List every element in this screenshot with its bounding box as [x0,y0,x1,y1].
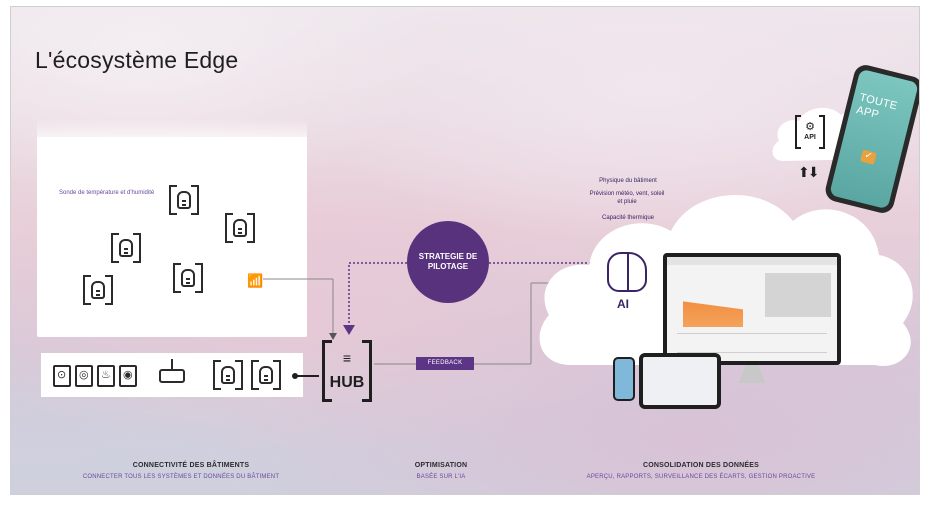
cloud-text-physique: Physique du bâtiment [599,178,657,184]
location-icon: ⊙ [53,365,71,387]
cloud-text-meteo: Prévision météo, vent, soleil et pluie [589,191,665,205]
sensor-icon [173,263,203,293]
feedback-tag: FEEDBACK [416,357,474,370]
sensor-icon [83,275,113,305]
page-title: L'écosystème Edge [35,47,239,73]
sensor-icon [225,213,255,243]
hub: ≡ HUB [322,340,372,402]
cloud-text-capacite: Capacité thermique [601,215,655,221]
check-icon [860,149,877,165]
footer-sub-connectivite: CONNECTER TOUS LES SYSTÈMES ET DONNÉES D… [82,474,280,480]
wifi-icon: ≡ [342,350,352,366]
footer-sub-optimisation: BASÉE SUR L'IA [416,474,466,480]
router-icon [159,359,185,383]
footer-title-optimisation: OPTIMISATION [414,462,468,469]
phone-text: TOUTE APP [855,91,899,122]
footer-sub-consolidation: APERÇU, RAPPORTS, SURVEILLANCE DES ÉCART… [586,474,816,480]
meter-icon: ◎ [75,365,93,387]
brain-icon [607,252,647,292]
strategie-label: STRATEGIE DE PILOTAGE [418,252,478,271]
sensor-panel: Sonde de température et d'humidité [37,119,307,337]
controller-icon [251,360,281,390]
monitor-stand [739,365,765,383]
footer-title-consolidation: CONSOLIDATION DES DONNÉES [642,462,760,469]
api-label: API [804,134,816,141]
footer-title-connectivite: CONNECTIVITÉ DES BÂTIMENTS [132,462,250,469]
tablet-device [639,353,721,409]
sync-arrows-icon: ⬆⬇ [798,164,820,180]
phone-device [613,357,635,401]
strategie-circle: STRATEGIE DE PILOTAGE [407,221,489,303]
ai-label: AI [617,297,629,311]
flame-icon: ♨ [97,365,115,387]
sensor-icon [169,185,199,215]
diagram-frame: L'écosystème Edge Sonde de température e… [10,6,920,495]
device-strip: ⊙ ◎ ♨ ◉ [41,353,303,397]
thermostat-icon [213,360,243,390]
sensor-icon [111,233,141,263]
sensor-caption: Sonde de température et d'humidité [59,190,155,196]
api-box: ⚙ API [795,115,825,149]
gear-icon: ⚙ [805,121,815,133]
wifi-icon: 📶 [247,273,264,288]
hub-label: HUB [329,374,365,391]
sensor-device-icon: ◉ [119,365,137,387]
monitor-dashboard [663,253,841,365]
